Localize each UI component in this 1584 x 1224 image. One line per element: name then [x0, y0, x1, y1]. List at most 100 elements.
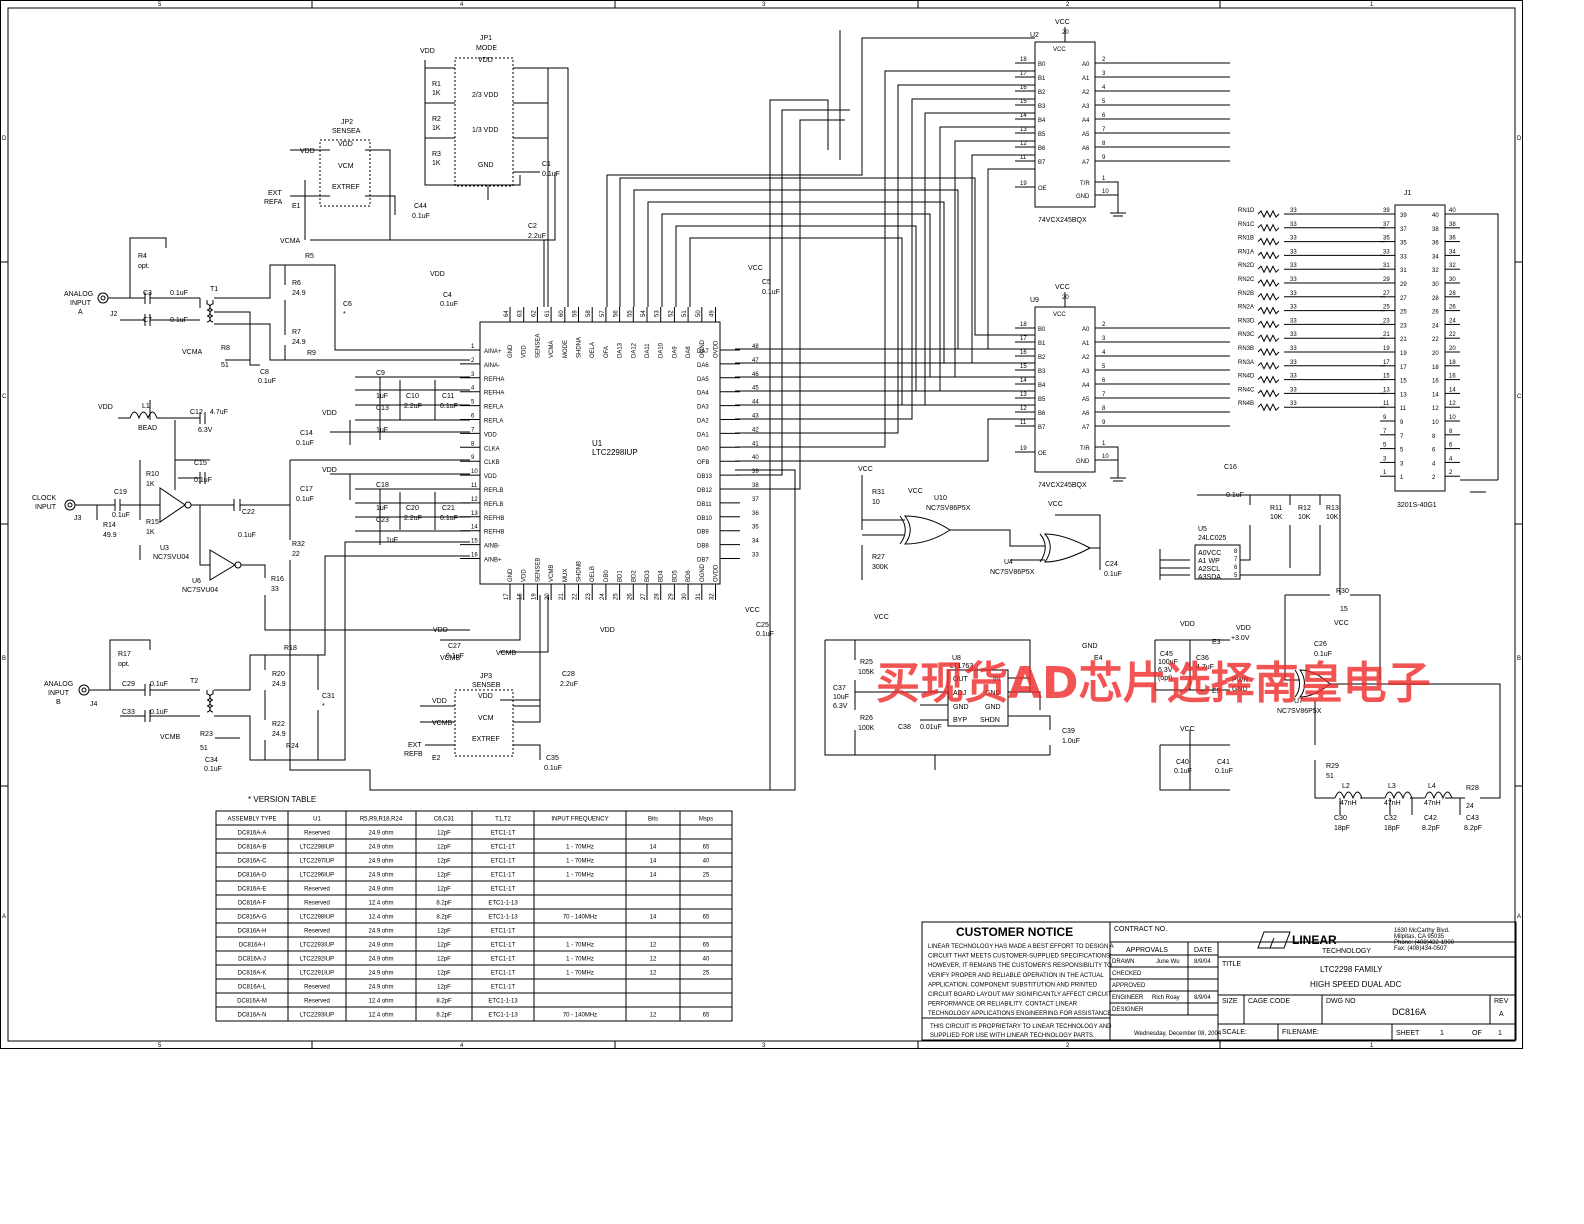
vtable-cell: DC816A-I [239, 943, 266, 949]
part-val: 1K [432, 90, 441, 97]
u1-pin-number: 4 [471, 386, 475, 392]
part-val: 2.2uF [528, 233, 546, 240]
vtable-cell: 65 [703, 915, 710, 921]
rn-name: RN2A [1238, 305, 1254, 311]
rn-resistor [1257, 223, 1280, 232]
j1-pin-number: 16 [1449, 374, 1456, 380]
u1-pin-number: 43 [752, 414, 759, 420]
u1-pin-number: 46 [752, 372, 759, 378]
u1-pin-number: 57 [600, 310, 606, 317]
u1-pin-name: BD6 [686, 570, 692, 582]
u1-pin-number: 55 [627, 310, 633, 317]
j1-pin-label: 5 [1400, 448, 1404, 454]
j1-pin-label: 40 [1432, 213, 1439, 219]
notice-line: LINEAR TECHNOLOGY HAS MADE A BEST EFFORT… [928, 944, 1114, 950]
part-val: 0.1uF [150, 709, 168, 716]
vdd-label: VDD [300, 148, 315, 155]
part-val: 0.01uF [920, 724, 942, 731]
u1-right-pins: 48DA747DA646DA545DA444DA343DA242DA141DA0… [697, 344, 759, 564]
part-val: 1K [146, 481, 155, 488]
u1-pin-name: REFHA [484, 377, 504, 383]
rn-value: 33 [1290, 387, 1297, 393]
buffer-pin-number: 6 [1102, 378, 1106, 384]
rn-name: RN1A [1238, 249, 1254, 255]
u1-part: LTC2298IUP [592, 448, 638, 457]
part-val: 0.1uF [544, 765, 562, 772]
vtable-cell: Reserved [304, 999, 330, 1005]
rn-name: RN1C [1238, 222, 1255, 228]
part-ref: C18 [376, 482, 389, 489]
u4-part: NC7SV86P5X [990, 569, 1035, 576]
u1-pin-name: VDD [484, 474, 497, 480]
u5-ref: U5 [1198, 526, 1207, 533]
part-val: 51 [200, 745, 208, 752]
u8-pin: IN [993, 676, 1000, 683]
part-val: 0.1uF [204, 766, 222, 773]
j1-pin-number: 25 [1383, 305, 1390, 311]
engineer-date: 8/9/04 [1194, 995, 1211, 1001]
rn-resistor [1257, 306, 1280, 315]
u1-pin-name: BD5 [672, 570, 678, 582]
part-val: 0.1uF [150, 681, 168, 688]
j1-pin-number: 5 [1383, 443, 1387, 449]
u1-pin-name: BD4 [659, 570, 665, 582]
buffer-pin-number: 16 [1020, 350, 1027, 356]
u1-pin-name: DB7 [697, 558, 709, 564]
vtable-cell: ETC1-1T [491, 859, 516, 865]
rn-name: RN2D [1238, 263, 1255, 269]
part-ref: R32 [292, 541, 305, 548]
j1-pin-number: 35 [1383, 236, 1390, 242]
u1-pin-name: DB9 [697, 530, 709, 536]
vdd-label: VDD [432, 698, 447, 705]
buffer-pin-number: 19 [1020, 181, 1027, 187]
buffer-pin-name: A3 [1082, 369, 1090, 375]
row-mark: B [2, 656, 6, 662]
size-label: SIZE [1222, 998, 1238, 1005]
u1-pin-number: 58 [586, 310, 592, 317]
vtable-frame [215, 810, 733, 1022]
part-val: 10uF [833, 694, 849, 701]
part-val: opt. [118, 661, 130, 668]
vtable-cell: ETC1-1T [491, 943, 516, 949]
vtable-cell: 12pF [437, 943, 451, 949]
u1-pin-number: 64 [504, 310, 510, 317]
j1-pin-number: 38 [1449, 222, 1456, 228]
part-val: 15 [1340, 606, 1348, 613]
ext-refa: EXT [268, 190, 282, 197]
vtable-cell: 12 [650, 971, 657, 977]
part-ref: R17 [118, 651, 131, 658]
vtable-cell: LTC2292IUP [300, 957, 334, 963]
input-a-circuit [97, 149, 545, 366]
contract-label: CONTRACT NO. [1114, 926, 1167, 933]
j1-pin-number: 2 [1449, 470, 1453, 476]
buffer-pin-number: 11 [1020, 420, 1027, 426]
u1-top-pins: 64GND63VDD62SENSEA61VCMA60MODE59SHDNA58O… [504, 307, 720, 358]
part-ref: C12 [190, 409, 203, 416]
u8-ref: U8 [952, 655, 961, 662]
u1-pin-name: OVDD [714, 340, 720, 358]
vtable-cell: ETC1-1T [491, 831, 516, 837]
part-val: 0.1uF [440, 515, 458, 522]
j2-label: J2 [110, 311, 118, 318]
rn-value: 33 [1290, 318, 1297, 324]
buffer-part: 74VCX245BQX [1038, 482, 1087, 489]
vtable-cell: 14 [650, 915, 657, 921]
u1-pin-name: OGND [700, 339, 706, 358]
part-ref: C44 [414, 203, 427, 210]
rn-resistor [1257, 237, 1280, 246]
notice-title: CUSTOMER NOTICE [956, 925, 1073, 939]
part-val: 0.1uF [238, 532, 256, 539]
u1-pin-name: DA2 [697, 419, 709, 425]
vtable-cell: 25 [703, 971, 710, 977]
j1-part: 3201S-40G1 [1397, 502, 1437, 509]
part-val: 2.2uF [404, 403, 422, 410]
u5-pin-no: 6 [1234, 565, 1238, 571]
vdd-label: VDD [1180, 621, 1195, 628]
row-mark: D [1517, 136, 1522, 142]
vtable-cell: ETC1-1T [491, 873, 516, 879]
u1-pin-number: 37 [752, 497, 759, 503]
u1-pin-number: 18 [518, 593, 524, 600]
part-ref: R14 [103, 522, 116, 529]
part-ref: C17 [300, 486, 313, 493]
